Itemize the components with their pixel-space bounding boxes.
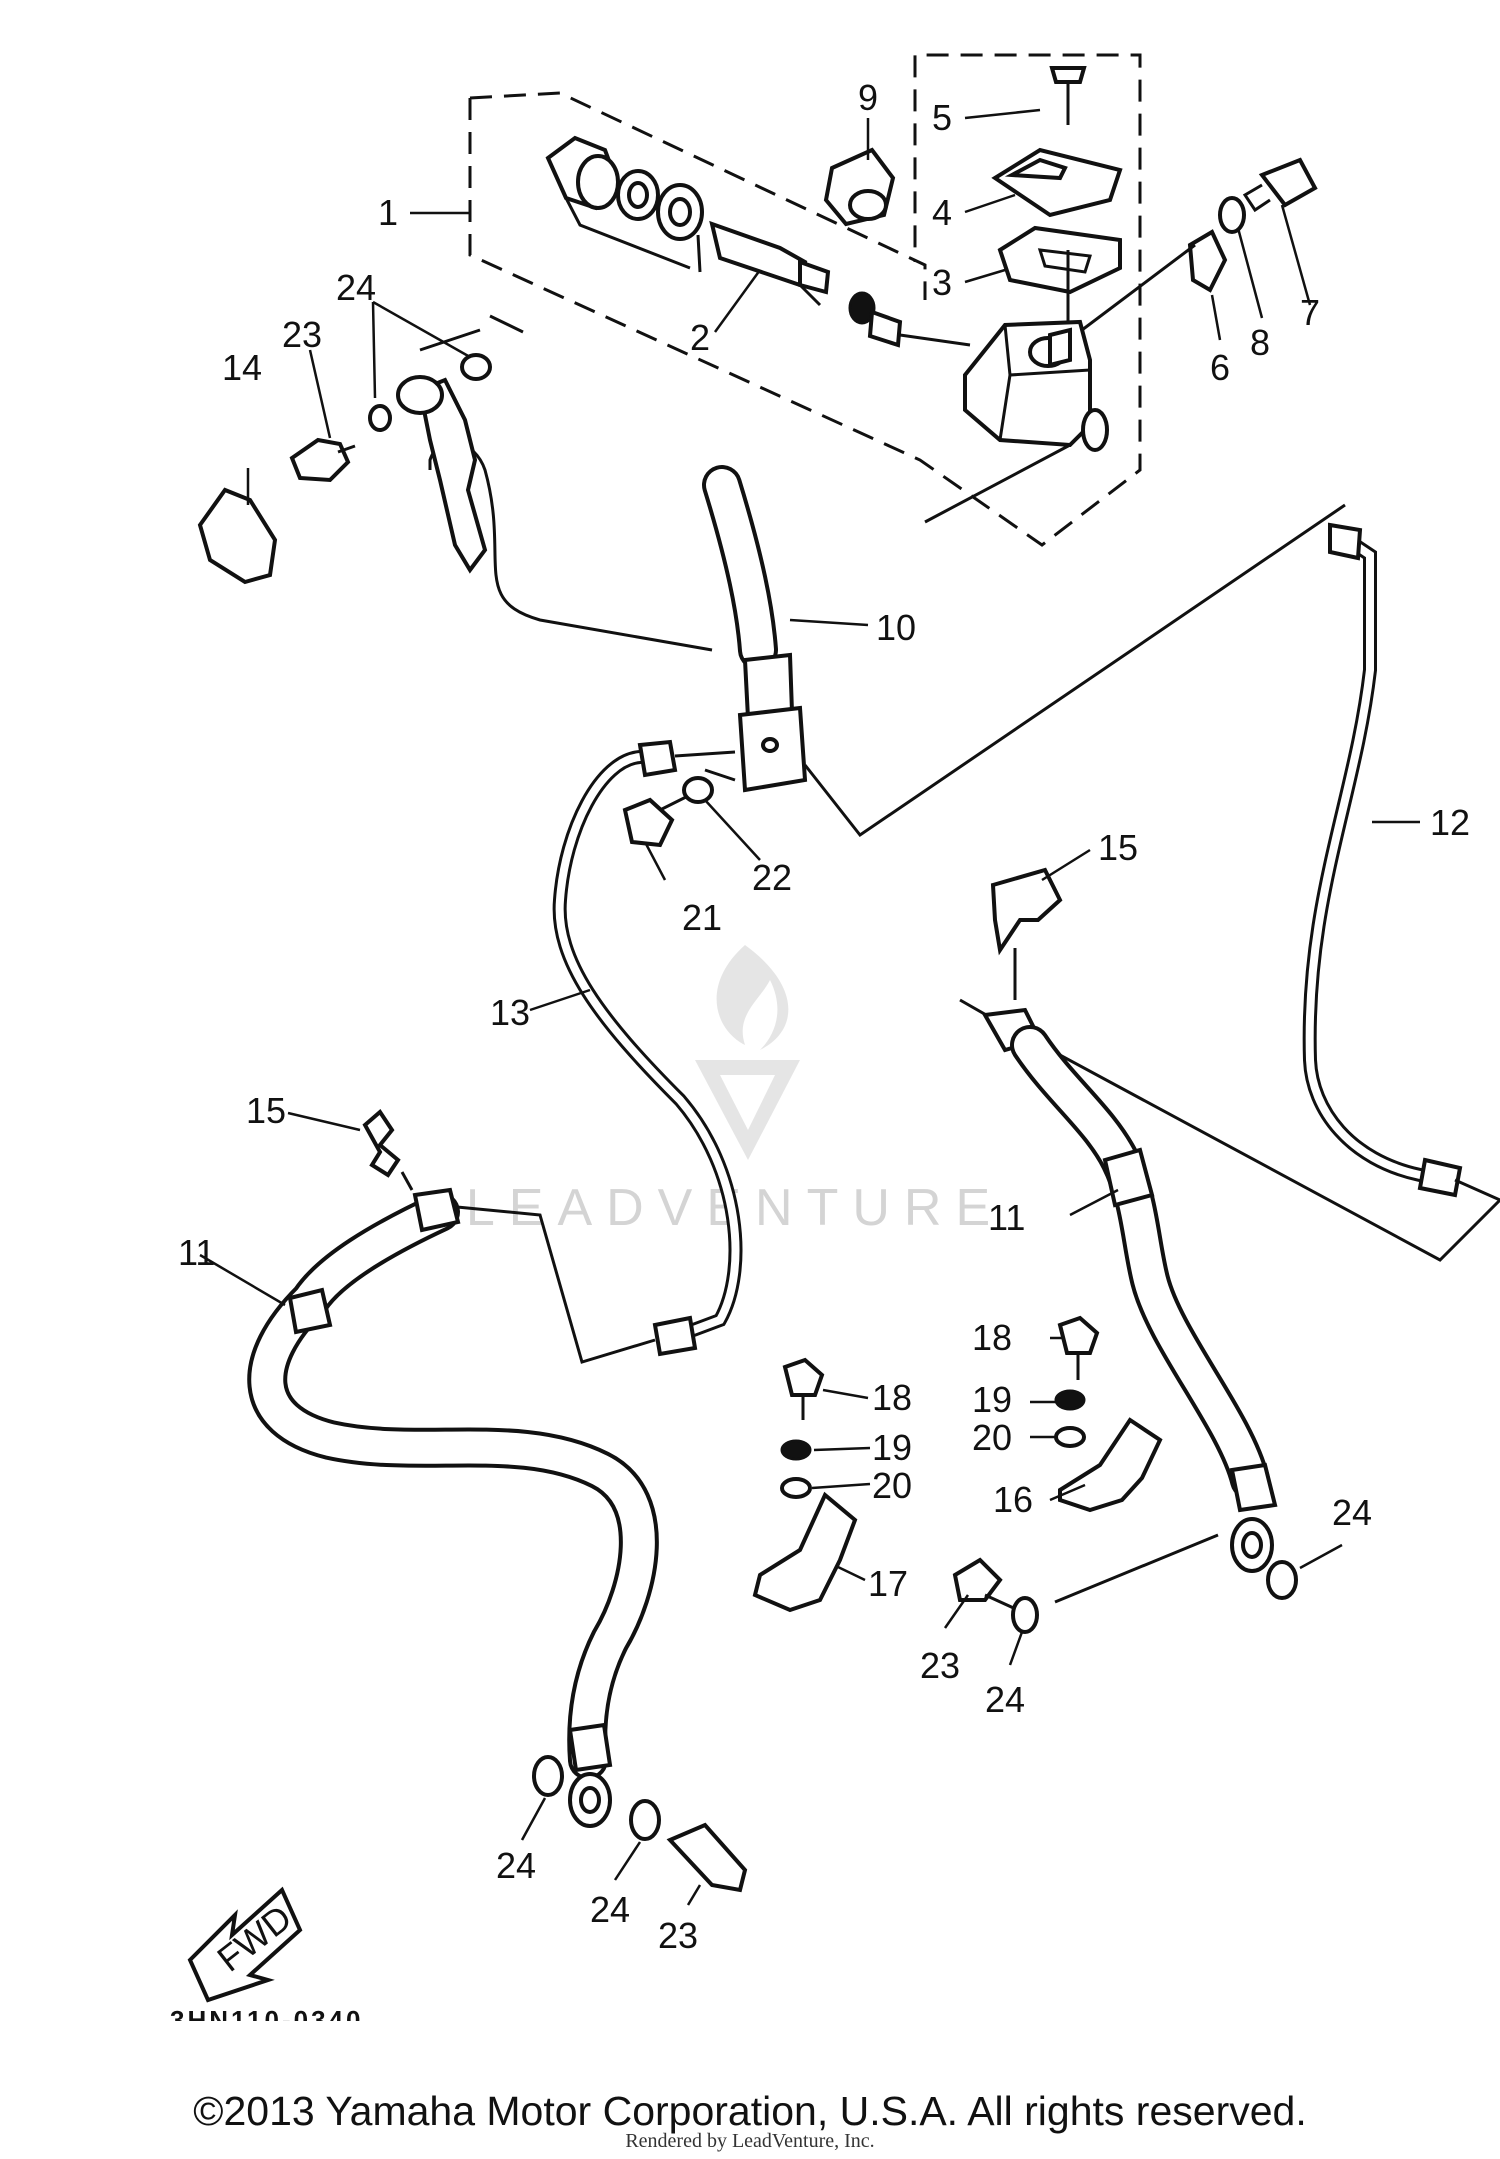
callout-24-bottom-left: 24 bbox=[496, 1845, 536, 1886]
callout-leaders bbox=[199, 108, 1420, 1906]
callout-24-middle: 24 bbox=[985, 1679, 1025, 1720]
callout-23-bottom: 23 bbox=[658, 1915, 698, 1956]
callout-22: 22 bbox=[752, 857, 792, 898]
boot-part bbox=[823, 147, 896, 227]
callout-10: 10 bbox=[876, 607, 916, 648]
diagram-code: 3HN110-0340 bbox=[170, 2005, 364, 2021]
callout-18-left: 18 bbox=[872, 1377, 912, 1418]
callout-24-right: 24 bbox=[1332, 1492, 1372, 1533]
callout-20-right: 20 bbox=[972, 1417, 1012, 1458]
callout-9: 9 bbox=[858, 77, 878, 118]
copyright-notice: ©2013 Yamaha Motor Corporation, U.S.A. A… bbox=[193, 2088, 1307, 2134]
callout-17: 17 bbox=[868, 1563, 908, 1604]
callout-6: 6 bbox=[1210, 347, 1230, 388]
leadventure-watermark-logo bbox=[695, 945, 800, 1160]
master-cylinder-kit-boundary bbox=[468, 53, 1142, 547]
clamp-assembly-17 bbox=[752, 1357, 858, 1613]
callout-21: 21 bbox=[682, 897, 722, 938]
callout-23-top: 23 bbox=[282, 314, 322, 355]
fwd-direction-arrow: FWD bbox=[187, 1886, 303, 2003]
callout-13: 13 bbox=[490, 992, 530, 1033]
callout-24-bottom: 24 bbox=[590, 1889, 630, 1930]
callout-16: 16 bbox=[993, 1479, 1033, 1520]
callout-14: 14 bbox=[222, 347, 262, 388]
callout-20-left: 20 bbox=[872, 1465, 912, 1506]
callout-numbers: 1 2 3 4 5 6 7 8 9 10 12 13 14 15 15 11 1… bbox=[178, 77, 1470, 1956]
callout-12: 12 bbox=[1430, 802, 1470, 843]
callout-15-left: 15 bbox=[246, 1090, 286, 1131]
callout-5: 5 bbox=[932, 97, 952, 138]
bolt-21-washer-22 bbox=[622, 776, 714, 848]
rendered-by-notice: Rendered by LeadVenture, Inc. bbox=[625, 2130, 875, 2152]
brake-pipe-13 bbox=[456, 739, 743, 1364]
master-cylinder-body bbox=[867, 250, 1109, 524]
callout-23-middle: 23 bbox=[920, 1645, 960, 1686]
master-cylinder-kit bbox=[545, 135, 876, 325]
reservoir-cover-parts bbox=[991, 66, 1123, 295]
callout-18-right: 18 bbox=[972, 1317, 1012, 1358]
lever-pivot-parts bbox=[1081, 157, 1318, 332]
brake-hose-11-left bbox=[247, 1109, 659, 1828]
callout-1: 1 bbox=[378, 192, 398, 233]
callout-3: 3 bbox=[932, 262, 952, 303]
connector-path bbox=[419, 314, 524, 352]
callout-8: 8 bbox=[1250, 322, 1270, 363]
callout-24-top: 24 bbox=[336, 267, 376, 308]
callout-15-right: 15 bbox=[1098, 827, 1138, 868]
callout-11-right: 11 bbox=[988, 1197, 1025, 1238]
callout-7: 7 bbox=[1300, 292, 1320, 333]
brake-hose-11-right bbox=[981, 867, 1278, 1604]
clamp-assembly-16 bbox=[1054, 1315, 1163, 1513]
callout-11-left: 11 bbox=[178, 1232, 215, 1273]
callout-19-right: 19 bbox=[972, 1379, 1012, 1420]
callout-4: 4 bbox=[932, 192, 952, 233]
bottom-fasteners bbox=[532, 1557, 1298, 1893]
callout-19-left: 19 bbox=[872, 1427, 912, 1468]
banjo-fittings-top bbox=[197, 353, 492, 585]
callout-2: 2 bbox=[690, 317, 710, 358]
